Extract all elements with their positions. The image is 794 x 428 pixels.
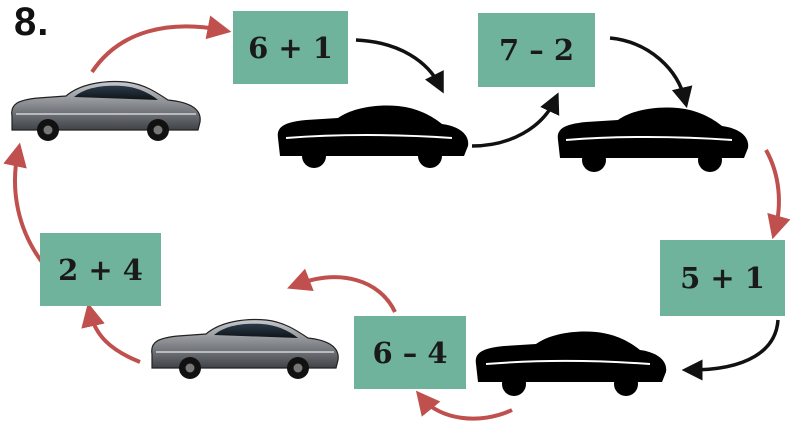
arrow-box3-to-car4 bbox=[681, 319, 780, 381]
arrow-box5-to-car1 bbox=[3, 142, 44, 264]
expression-box-4: 6 – 4 bbox=[354, 316, 466, 389]
task-number: 8. bbox=[14, 0, 50, 44]
car-silhouette-bottom-right bbox=[475, 331, 667, 396]
arrow-car5-to-box5 bbox=[81, 302, 141, 364]
arrow-car2-to-box2 bbox=[471, 92, 560, 148]
arrow-car3-to-box3 bbox=[764, 149, 791, 240]
expression-box-5: 2 + 4 bbox=[40, 233, 161, 306]
car-photo-bottom-left bbox=[151, 318, 339, 379]
car-silhouette-top-middle bbox=[277, 105, 469, 168]
expression-box-1: 6 + 1 bbox=[233, 11, 348, 84]
arrow-car1-to-box1 bbox=[90, 15, 232, 74]
arrow-box1-to-car2 bbox=[355, 38, 444, 94]
car-photo-top-left bbox=[11, 80, 201, 141]
arrow-box2-to-car3 bbox=[609, 36, 693, 109]
car-silhouette-top-right bbox=[557, 107, 749, 172]
arrow-box4-to-next bbox=[287, 268, 397, 313]
expression-box-2: 7 – 2 bbox=[478, 13, 595, 87]
expression-box-3: 5 + 1 bbox=[660, 240, 785, 316]
arrow-car4-to-box4 bbox=[415, 390, 513, 421]
